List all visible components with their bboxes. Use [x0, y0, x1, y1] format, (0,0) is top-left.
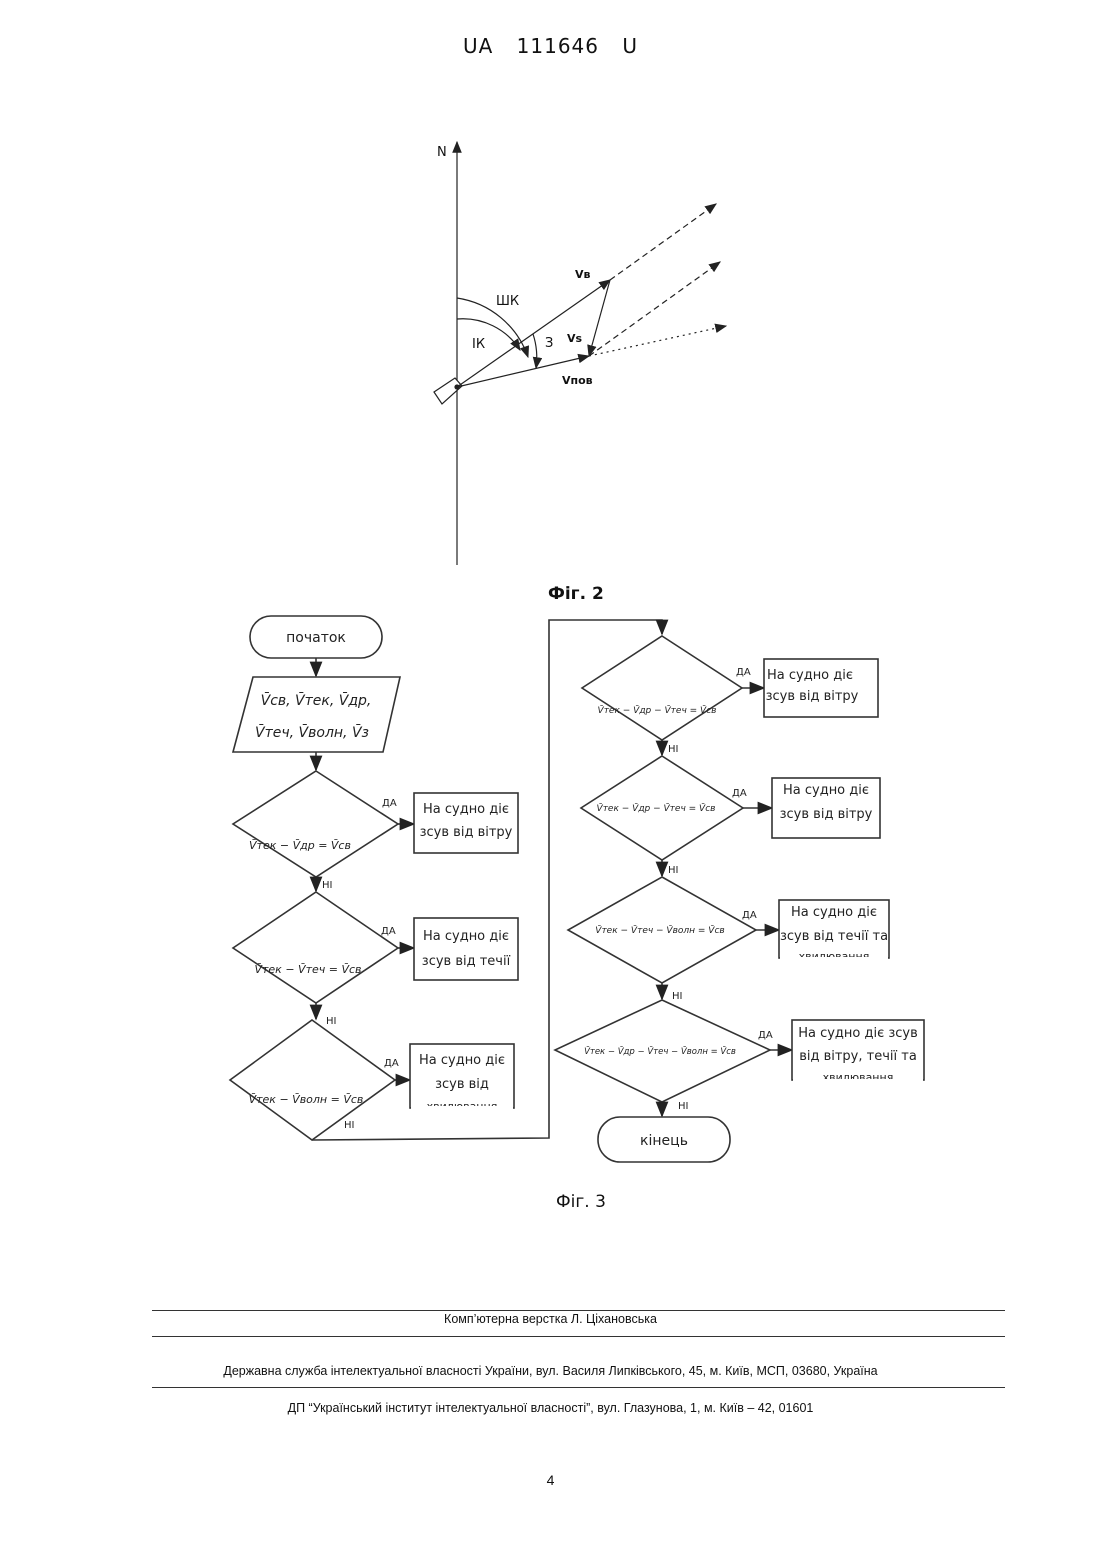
yes-left-3: ДА	[384, 1058, 399, 1069]
label-shk: ШК	[496, 294, 519, 309]
result-left-1-l2: зсув від вітру	[420, 825, 513, 840]
label-vpov: Vпов	[562, 374, 593, 387]
input-line-2: V̄теч, V̄волн, V̄з	[255, 723, 369, 741]
mask-right-3	[780, 957, 888, 967]
ik-arc	[457, 319, 520, 350]
result-right-4-l2: від вітру, течії та	[799, 1049, 917, 1064]
yes-left-1: ДА	[382, 798, 397, 809]
label-ik: ІК	[472, 337, 485, 352]
fig2-vector-diagram	[434, 142, 726, 565]
drift-arc	[533, 334, 537, 368]
cond-right-1: V̄тек − V̄др − V̄теч = V̄св	[598, 704, 717, 716]
cond-right-2: V̄тек − V̄др − V̄теч = V̄св	[597, 802, 716, 814]
footer-layout: Комп’ютерна верстка Л. Ціхановська	[0, 1312, 1101, 1326]
fig3-caption: Фіг. 3	[556, 1192, 606, 1212]
no-right-2: НІ	[668, 865, 678, 876]
cond-right-4: V̄тек − V̄др − V̄теч − V̄волн = V̄св	[584, 1045, 736, 1057]
footer-service: Державна служба інтелектуальної власност…	[0, 1364, 1101, 1378]
cond-right-3: V̄тек − V̄теч − V̄волн = V̄св	[595, 924, 724, 936]
page-number: 4	[0, 1472, 1101, 1488]
vs-vector	[589, 280, 610, 356]
yes-right-1: ДА	[736, 667, 751, 678]
result-right-4-l1: На судно діє зсув	[798, 1026, 918, 1041]
label-vv: Vв	[575, 268, 591, 281]
yes-left-2: ДА	[381, 926, 396, 937]
result-left-3-l1: На судно діє	[419, 1053, 505, 1068]
result-right-2-l1: На судно діє	[783, 783, 869, 798]
decision-left-3	[230, 1020, 395, 1140]
ship-shape	[434, 378, 462, 404]
heading-extension	[610, 204, 716, 280]
footer-divider-3	[152, 1387, 1005, 1388]
heading-line	[457, 280, 610, 387]
footer-divider-1	[152, 1310, 1005, 1311]
footer-institute: ДП “Український інститут інтелектуальної…	[0, 1401, 1101, 1415]
result-left-2-l1: На судно діє	[423, 929, 509, 944]
no-left-2: НІ	[326, 1016, 336, 1027]
no-left-1: НІ	[322, 880, 332, 891]
fig2-caption: Фіг. 2	[548, 584, 604, 604]
result-right-3-l2: зсув від течії та	[780, 929, 888, 944]
mask-right-4	[793, 1079, 923, 1089]
start-label: початок	[286, 630, 346, 646]
fig2-labels: N ШК ІК З Vв Vs Vпов	[437, 145, 593, 387]
cond-left-3: V̄тек − V̄волн = V̄св	[249, 1093, 364, 1106]
result-right-1-l1: На судно діє	[767, 668, 853, 683]
yes-right-2: ДА	[732, 788, 747, 799]
footer-divider-2	[152, 1336, 1005, 1337]
yes-right-3: ДА	[742, 910, 757, 921]
no-left-3: НІ	[344, 1120, 354, 1131]
mask-left-3	[411, 1106, 513, 1114]
result-right-2-l2: зсув від вітру	[780, 807, 873, 822]
label-z: З	[545, 336, 553, 351]
result-left-2-l2: зсув від течії	[422, 954, 511, 969]
end-label: кінець	[640, 1133, 688, 1149]
yes-right-4: ДА	[758, 1030, 773, 1041]
cond-left-1: V̄тек − V̄др = V̄св	[249, 839, 351, 852]
decision-left-1	[233, 771, 398, 877]
result-left-2	[414, 918, 518, 980]
label-vs: Vs	[567, 332, 583, 345]
label-north: N	[437, 145, 447, 160]
result-right-1-l2: зсув від вітру	[766, 689, 859, 704]
no-right-3: НІ	[672, 991, 682, 1002]
decision-right-1	[582, 636, 742, 740]
no-right-1: НІ	[668, 744, 678, 755]
no-right-4: НІ	[678, 1101, 688, 1112]
decision-left-2	[233, 892, 398, 1003]
result-left-1-l1: На судно діє	[423, 802, 509, 817]
cond-left-2: V̄тек − V̄теч = V̄св	[254, 963, 361, 976]
result-right-3-l1: На судно діє	[791, 905, 877, 920]
result-left-3-l2: зсув від	[435, 1077, 489, 1092]
input-line-1: V̄св, V̄тек, V̄др,	[261, 691, 372, 709]
